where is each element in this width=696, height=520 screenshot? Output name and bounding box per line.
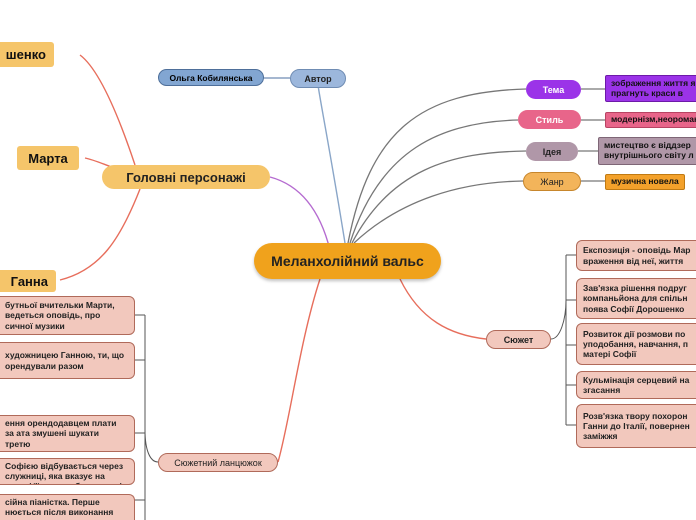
genre-node[interactable]: Жанр: [523, 172, 581, 191]
theme-node[interactable]: Тема: [526, 80, 581, 99]
main-characters-node[interactable]: Головні персонажі: [102, 165, 270, 189]
style-value: модернізм,неороман: [605, 112, 696, 128]
genre-value: музична новела: [605, 174, 685, 190]
theme-value: зображення життя які прагнуть краси в: [605, 75, 696, 102]
chain-item-2[interactable]: художницею Ганною, ти, що орендували раз…: [0, 342, 135, 379]
idea-node[interactable]: Ідея: [526, 142, 578, 161]
character-node-3[interactable]: Ганна: [0, 270, 56, 292]
style-node[interactable]: Стиль: [518, 110, 581, 129]
plot-item-2[interactable]: Зав'язка рішення подруг компаньйона для …: [576, 278, 696, 319]
chain-item-4[interactable]: Софією відбувається через служниці, яка …: [0, 458, 135, 485]
idea-value: мистецтво є віддзер внутрішнього світу л: [598, 137, 696, 165]
character-node-1[interactable]: шенко: [0, 42, 54, 67]
author-node[interactable]: Автор: [290, 69, 346, 88]
central-topic[interactable]: Меланхолійний вальс: [254, 243, 441, 279]
plot-item-3[interactable]: Розвиток дії розмови по уподобання, навч…: [576, 323, 696, 365]
author-value-node[interactable]: Ольга Кобилянська: [158, 69, 264, 86]
chain-item-3[interactable]: ення орендодавцем плати за ата змушені ш…: [0, 415, 135, 452]
chain-node[interactable]: Сюжетний ланцюжок: [158, 453, 278, 472]
plot-item-4[interactable]: Кульмінація серцевий на згасання: [576, 371, 696, 399]
plot-item-1[interactable]: Експозиція - оповідь Мар враження від не…: [576, 240, 696, 271]
plot-item-5[interactable]: Розв'язка твору похорон Ганни до Італії,…: [576, 404, 696, 448]
character-node-2[interactable]: Марта: [17, 146, 79, 170]
chain-item-5[interactable]: сійна піаністка. Перше нюється після вик…: [0, 494, 135, 520]
chain-item-1[interactable]: бутньої вчительки Марти, ведеться оповід…: [0, 296, 135, 335]
plot-node[interactable]: Сюжет: [486, 330, 551, 349]
